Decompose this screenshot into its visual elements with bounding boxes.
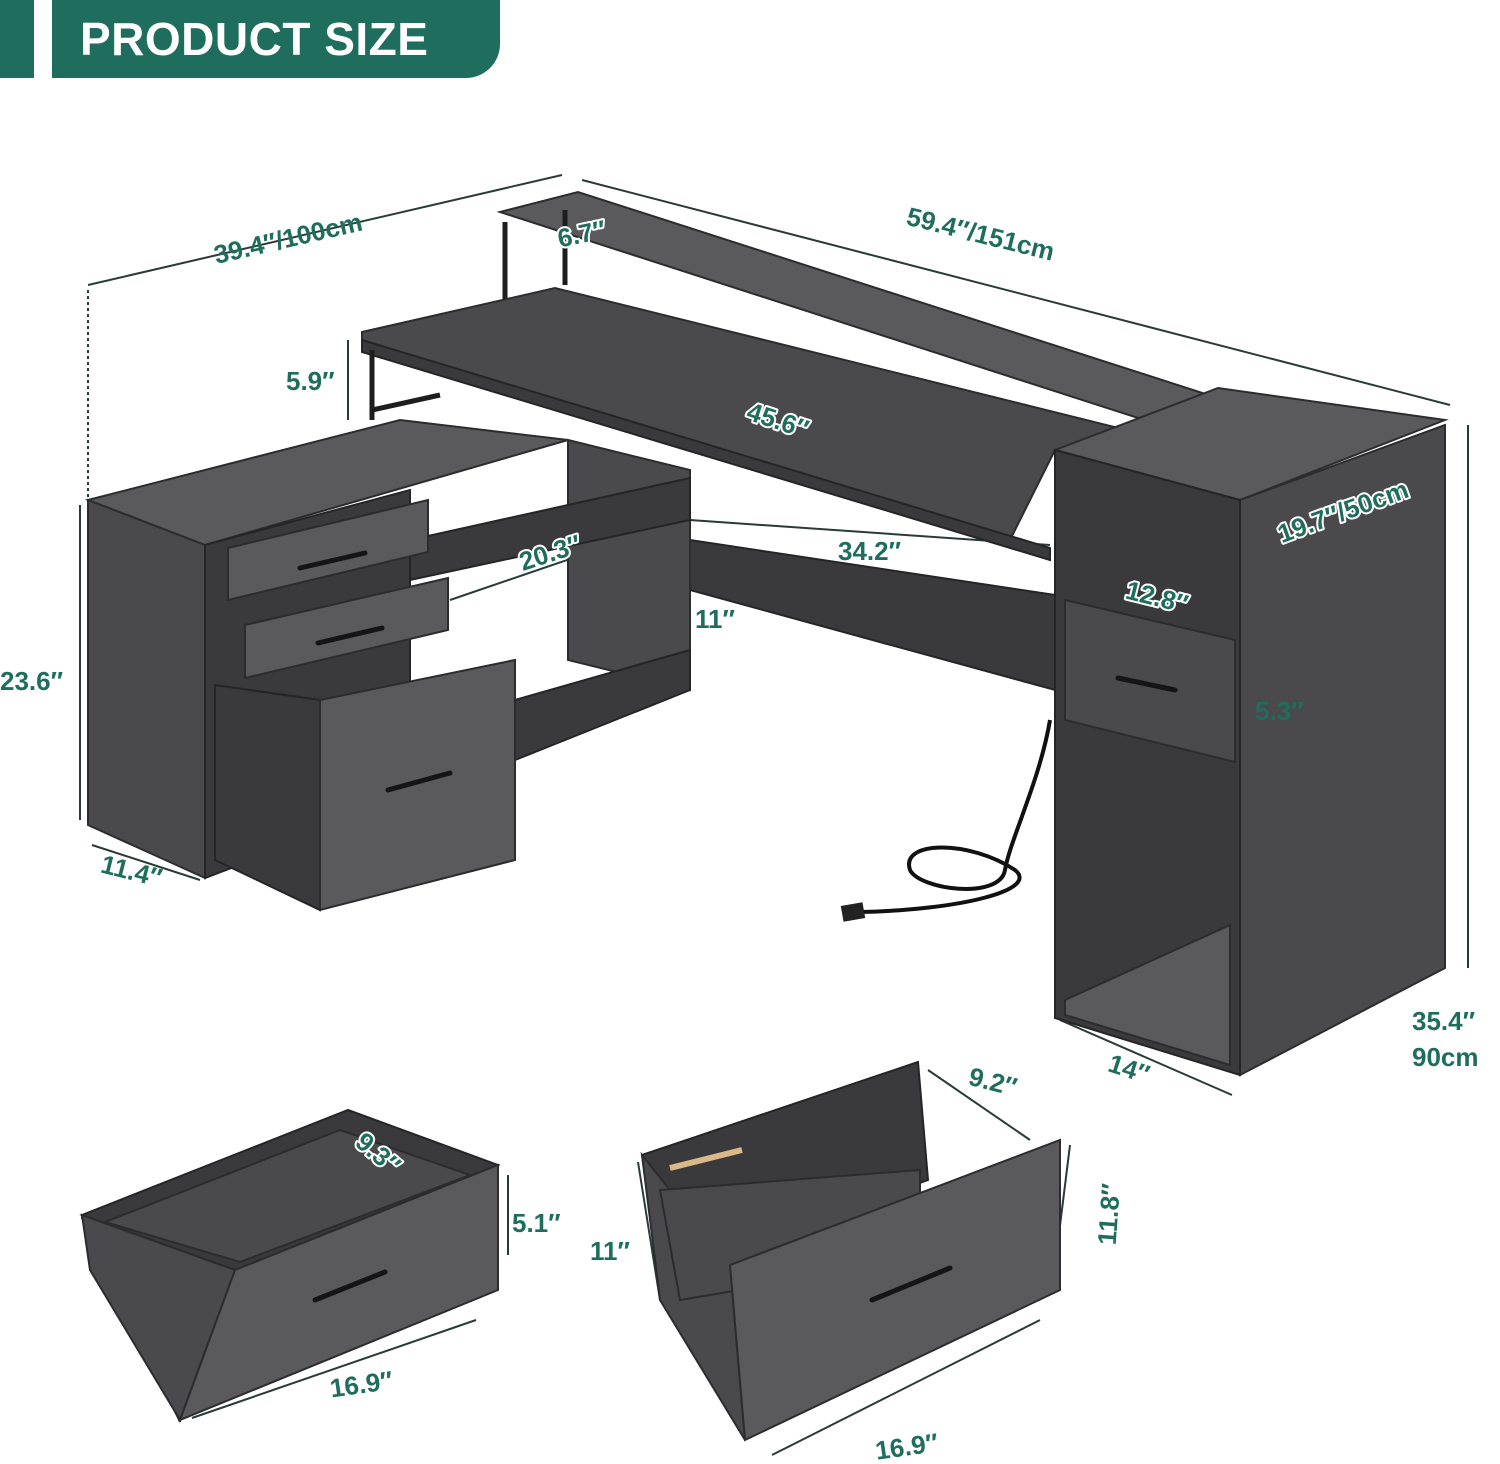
- top-drawer: [227, 498, 429, 602]
- dim-file-drawer-back: 11.8″: [1092, 1182, 1126, 1246]
- dim-overall-width-short: 39.4″/100cm: [211, 207, 365, 270]
- dim-file-drawer-inner: 9.2″: [966, 1061, 1020, 1102]
- header: PRODUCT SIZE: [0, 0, 1500, 80]
- small-drawer-illustration: [79, 1108, 501, 1423]
- dim-tower-width: 14″: [1105, 1048, 1154, 1089]
- page-title: PRODUCT SIZE: [80, 13, 429, 65]
- file-drawer: [319, 658, 516, 912]
- middle-drawer: [244, 576, 449, 680]
- file-drawer-illustration: [640, 1060, 1061, 1442]
- dim-file-drawer-front: 11″: [590, 1236, 630, 1266]
- dim-file-drawer-width: 16.9″: [873, 1427, 940, 1464]
- tower-drawer: [1064, 598, 1236, 764]
- dim-cabinet-height: 23.6″: [0, 666, 63, 696]
- dim-drawer-height: 5.1″: [512, 1208, 561, 1238]
- dim-knee-width: 34.2″: [838, 536, 901, 566]
- dim-drawer-width: 16.9″: [328, 1365, 395, 1403]
- tower-front: [1054, 448, 1241, 1077]
- title-banner: PRODUCT SIZE: [52, 0, 500, 78]
- left-cabinet-side: [87, 498, 206, 880]
- dim-small-drawer-height: 5.3″: [1255, 696, 1304, 726]
- accent-bar: [0, 0, 34, 78]
- desk-illustration: [84, 190, 1449, 1077]
- dim-shelf-height: 11″: [695, 604, 735, 634]
- dim-riser-height: 5.9″: [286, 366, 335, 396]
- dim-overall-height-in: 35.4″: [1412, 1006, 1475, 1036]
- dim-overall-width-long: 59.4″/151cm: [904, 201, 1058, 267]
- dim-overall-height-cm: 90cm: [1412, 1042, 1479, 1072]
